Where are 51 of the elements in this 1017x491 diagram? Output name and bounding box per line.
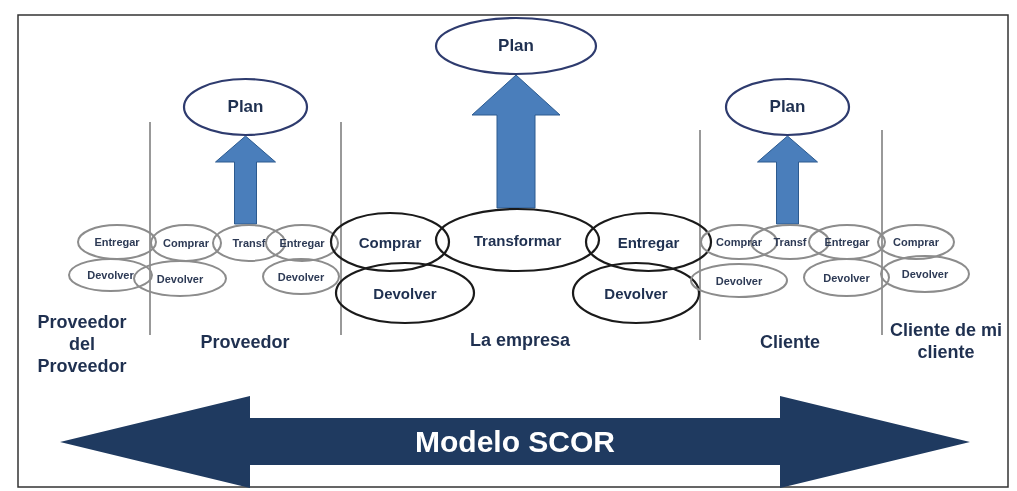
plan-ellipse bbox=[183, 78, 308, 136]
node-label: Entregar bbox=[617, 233, 680, 251]
process-ellipse bbox=[572, 262, 700, 324]
node-label: Entregar bbox=[94, 236, 140, 248]
process-ellipse bbox=[803, 258, 890, 297]
node-label: Devolver bbox=[901, 268, 949, 280]
node-label: Devolver bbox=[156, 272, 204, 285]
node-label: Plan bbox=[498, 36, 534, 56]
party-label: Proveedor bbox=[199, 332, 291, 354]
node-label: Comprar bbox=[893, 236, 939, 248]
process-ellipse bbox=[265, 224, 339, 262]
process-ellipse bbox=[435, 208, 600, 272]
process-ellipse bbox=[77, 224, 157, 260]
process-ellipse bbox=[133, 260, 227, 297]
plan-ellipse bbox=[725, 78, 850, 136]
node-label: Transformar bbox=[473, 231, 562, 249]
node-label: Devolver bbox=[715, 274, 763, 287]
plan-ellipse bbox=[435, 17, 597, 75]
process-ellipse bbox=[335, 262, 475, 324]
node-label: Comprar bbox=[358, 233, 422, 251]
node-label: Devolver bbox=[277, 270, 325, 283]
party-label: La empresa bbox=[468, 330, 572, 352]
party-label: Proveedor del Proveedor bbox=[36, 312, 128, 378]
process-ellipse bbox=[690, 263, 788, 298]
process-ellipse bbox=[585, 212, 712, 272]
node-label: Devolver bbox=[373, 284, 437, 302]
node-label: Comprar bbox=[716, 236, 762, 248]
process-ellipse bbox=[150, 224, 222, 262]
party-label: Cliente bbox=[759, 332, 821, 354]
process-ellipse bbox=[262, 258, 340, 295]
node-label: Devolver bbox=[823, 271, 870, 284]
node-label: Devolver bbox=[604, 284, 668, 302]
node-label: Plan bbox=[227, 97, 264, 117]
node-label: Comprar bbox=[163, 237, 209, 249]
node-label: Transf bbox=[232, 237, 266, 249]
node-label: Entregar bbox=[279, 237, 325, 249]
node-label: Plan bbox=[769, 97, 806, 117]
party-label: Cliente de mi cliente bbox=[889, 320, 1003, 364]
process-ellipse bbox=[808, 224, 886, 260]
node-label: Modelo SCOR bbox=[415, 425, 615, 459]
process-ellipse bbox=[68, 258, 153, 292]
process-ellipse bbox=[330, 212, 450, 272]
block-arrow bbox=[471, 74, 561, 209]
node-label: Devolver bbox=[87, 269, 134, 281]
block-arrow bbox=[757, 135, 818, 225]
process-ellipse bbox=[877, 224, 955, 260]
node-label: Transf bbox=[773, 236, 807, 248]
node-label: Entregar bbox=[824, 236, 870, 248]
process-ellipse bbox=[880, 255, 970, 293]
double-arrow-banner bbox=[60, 396, 970, 488]
block-arrow bbox=[215, 135, 276, 225]
